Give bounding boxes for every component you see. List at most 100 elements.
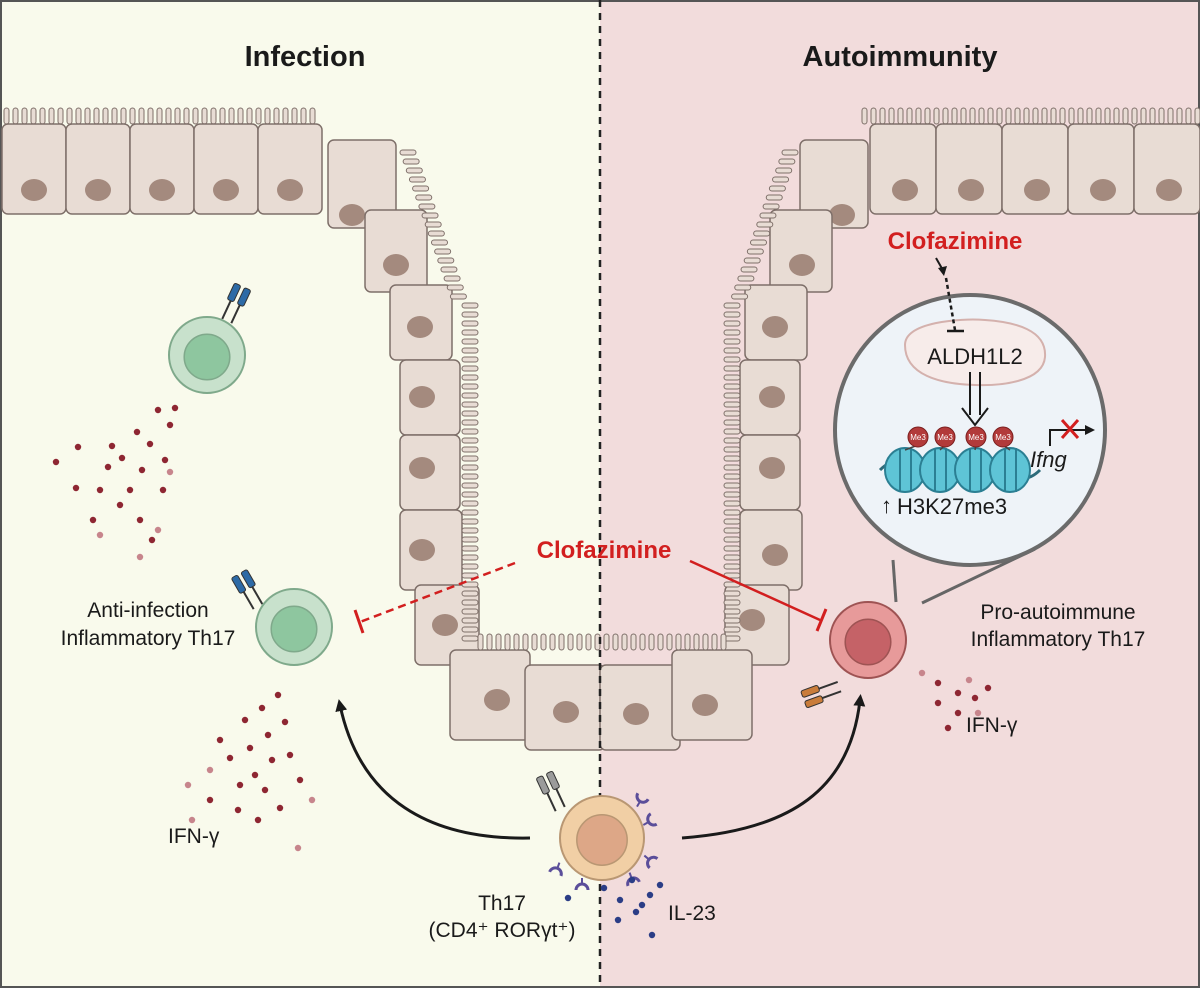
il23-dot	[646, 891, 654, 899]
ifn-gamma-dot	[146, 440, 154, 448]
il23-dot	[656, 881, 664, 889]
il23-label: IL-23	[668, 902, 716, 925]
ifn-gamma-dot	[258, 704, 266, 712]
ifn-gamma-dot	[133, 428, 141, 436]
il23-dot	[638, 901, 646, 909]
ifn-gamma-dot	[161, 456, 169, 464]
microvilli	[3, 107, 316, 125]
me3-label: Me3	[937, 433, 953, 442]
ifn-gamma-left-label: IFN-γ	[168, 825, 220, 848]
epithelial-nucleus	[789, 254, 815, 276]
ifn-gamma-dot	[246, 744, 254, 752]
me3-label: Me3	[910, 433, 926, 442]
ifn-gamma-dot	[206, 766, 214, 774]
ifn-gamma-dot	[166, 468, 174, 476]
naive-green-cell-nucleus	[183, 333, 231, 381]
epithelial-nucleus	[1090, 179, 1116, 201]
ifn-gamma-dot	[971, 694, 979, 702]
pro-autoimmune-th17-cell-nucleus	[844, 618, 892, 666]
ifn-gamma-dot	[226, 754, 234, 762]
ifn-gamma-dot	[281, 718, 289, 726]
tcr-receptor-icon	[231, 569, 264, 610]
blocked-transcription-icon	[1049, 419, 1095, 446]
pro-autoimmune-label-1: Pro-autoimmune	[980, 601, 1135, 624]
ifn-gamma-dot	[236, 781, 244, 789]
epithelial-nucleus	[892, 179, 918, 201]
epithelial-nucleus	[762, 544, 788, 566]
il23-dot	[648, 931, 656, 939]
ifn-gamma-dot	[308, 796, 316, 804]
epithelial-nucleus	[762, 316, 788, 338]
me3-mark	[965, 426, 987, 448]
ifn-gamma-right-label: IFN-γ	[966, 714, 1018, 737]
crypt-microvilli	[399, 149, 799, 651]
il23-dot	[632, 908, 640, 916]
ifn-gamma-dot	[276, 804, 284, 812]
th17-precursor-cell-nucleus	[576, 814, 628, 866]
ifn-gamma-dot	[72, 484, 80, 492]
ifn-gamma-dot	[251, 771, 259, 779]
ifn-gamma-dot	[261, 786, 269, 794]
me3-mark	[907, 426, 929, 448]
ifn-gamma-dot	[159, 486, 167, 494]
ifn-gamma-dot	[954, 689, 962, 697]
il23-receptor-icon	[548, 862, 563, 877]
clofazimine-solid-inhibition	[689, 559, 828, 632]
ifn-gamma-dot	[984, 684, 992, 692]
epithelial-cell	[364, 209, 428, 293]
ifn-gamma-dot	[216, 736, 224, 744]
epithelial-nucleus	[1156, 179, 1182, 201]
clofazimine-center-label: Clofazimine	[537, 537, 672, 564]
ifn-gamma-dot	[254, 816, 262, 824]
epithelial-cell	[799, 139, 869, 229]
ifn-gamma-dot	[104, 463, 112, 471]
me3-mark	[934, 426, 956, 448]
epithelial-nucleus	[409, 386, 435, 408]
ifn-gamma-dot	[206, 796, 214, 804]
epithelial-nucleus	[759, 457, 785, 479]
ifn-gamma-dot	[268, 756, 276, 764]
epithelial-nucleus	[85, 179, 111, 201]
left-panel-title: Infection	[245, 41, 366, 73]
ifn-gamma-dot	[286, 751, 294, 759]
il23-dot	[600, 884, 608, 892]
ifn-gamma-dot	[954, 709, 962, 717]
ifn-gamma-dot	[126, 486, 134, 494]
ifn-gamma-dot	[934, 679, 942, 687]
pro-autoimmune-label-2: Inflammatory Th17	[971, 628, 1146, 651]
ifn-gamma-dot	[974, 709, 982, 717]
aldh1l2-label: ALDH1L2	[927, 344, 1022, 369]
clofazimine-mito-inhibition	[935, 257, 964, 333]
il23-receptor-icon	[643, 854, 659, 870]
il23-dot	[614, 916, 622, 924]
epithelial-nucleus	[484, 689, 510, 711]
epithelial-cell	[1133, 123, 1200, 215]
clofazimine-dashed-inhibition	[353, 561, 516, 634]
anti-infection-th17-cell-nucleus	[270, 605, 318, 653]
ifn-gamma-dot	[148, 536, 156, 544]
epithelial-nucleus	[383, 254, 409, 276]
epithelial-nucleus	[21, 179, 47, 201]
epithelial-nucleus	[692, 694, 718, 716]
tcr-receptor-icon	[800, 680, 842, 708]
il23-dot	[564, 894, 572, 902]
epithelial-nucleus	[759, 386, 785, 408]
ifn-gamma-dot	[188, 816, 196, 824]
me3-label: Me3	[995, 433, 1011, 442]
zoom-line-left	[891, 559, 898, 603]
epithelial-nucleus	[958, 179, 984, 201]
epithelial-nucleus	[1024, 179, 1050, 201]
epithelial-nucleus	[409, 539, 435, 561]
il23-dot	[616, 896, 624, 904]
epithelial-nucleus	[213, 179, 239, 201]
right-panel-title: Autoimmunity	[803, 41, 998, 73]
th17-label-1: Th17	[478, 892, 526, 915]
ifn-gamma-dot	[294, 844, 302, 852]
ifn-gamma-dot	[934, 699, 942, 707]
il23-dot	[628, 876, 636, 884]
il23-receptor-icon	[574, 878, 590, 891]
ifn-gamma-dot	[136, 553, 144, 561]
